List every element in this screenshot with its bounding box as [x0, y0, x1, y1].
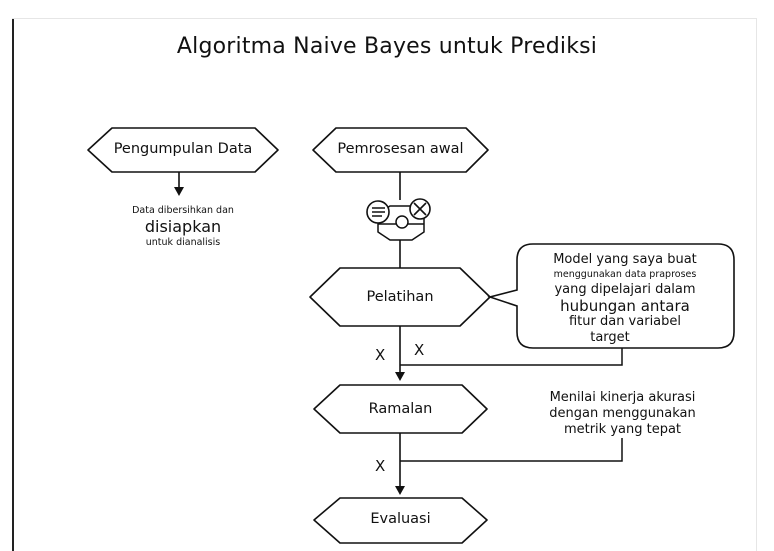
feedback-line-metric	[400, 438, 623, 462]
predict-note-line1: Menilai kinerja akurasi	[549, 390, 696, 405]
close-circle-icon	[409, 198, 431, 220]
page-edge-right	[756, 18, 757, 551]
train-note-line5: fitur dan variabel	[568, 314, 682, 329]
arrowhead-train	[395, 372, 405, 381]
predict-note-line2: dengan menggunakan	[549, 406, 696, 421]
node-shape-collect	[87, 127, 279, 173]
node-label-collect: Pengumpulan Data	[113, 141, 253, 157]
page-edge	[12, 18, 14, 551]
node-label-train: Pelatihan	[366, 289, 434, 305]
diagram-title: Algoritma Naive Bayes untuk Prediksi	[176, 34, 598, 59]
predict-note-line3: metrik yang tepat	[563, 422, 682, 437]
collect-note-line2: disiapkan	[144, 217, 222, 236]
arrowhead-collect	[174, 187, 184, 196]
list-icon	[366, 200, 390, 224]
node-label-preprocess: Pemrosesan awal	[337, 141, 464, 157]
collect-note-line1: Data dibersihkan dan	[132, 205, 234, 216]
train-note-line3: yang dipelajari dalam	[554, 282, 696, 297]
node-shape-preprocess	[312, 127, 489, 173]
x-marker-2: X	[414, 341, 425, 359]
note-box-train	[487, 243, 735, 349]
train-note-line4: hubungan antara	[560, 297, 690, 315]
train-note-line1: Model yang saya buat	[553, 252, 697, 267]
node-label-predict: Ramalan	[368, 401, 433, 417]
train-note-line6: target	[590, 330, 630, 345]
collect-note-line3: untuk dianalisis	[145, 237, 221, 248]
node-shape-train	[309, 267, 491, 327]
feedback-line-model	[400, 348, 623, 366]
node-shape-predict	[313, 384, 488, 434]
node-label-evaluate: Evaluasi	[370, 511, 431, 527]
x-marker-1: X	[375, 346, 386, 364]
arrowhead-predict	[395, 486, 405, 495]
page-edge-top	[12, 18, 757, 19]
x-marker-3: X	[375, 457, 386, 475]
train-note-line2: menggunakan data praproses	[553, 269, 697, 280]
node-shape-evaluate	[313, 497, 488, 544]
